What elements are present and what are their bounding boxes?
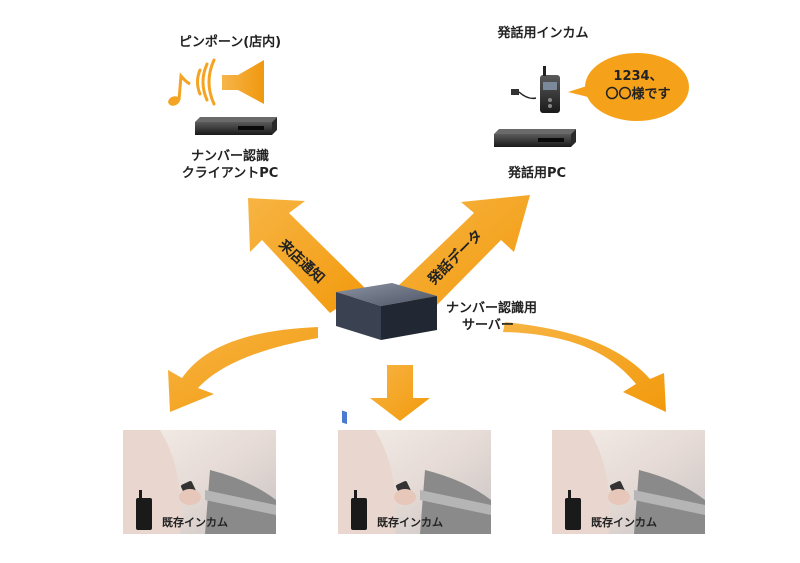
speech-pc-icon [494, 129, 576, 147]
speech-bubble [568, 53, 689, 121]
arrow-to-speech-pc [395, 195, 530, 312]
photo-caption-1: 既存インカム [162, 516, 228, 529]
speaker-icon [222, 60, 264, 104]
photo-caption-3: 既存インカム [591, 516, 657, 529]
speech-bubble-line2: 〇〇様です [605, 87, 671, 102]
client-pc-label-line1: ナンバー認識 [190, 149, 269, 164]
photo-caption-2: 既存インカム [377, 516, 443, 529]
sound-wave-icon [196, 58, 216, 106]
photo-intercom-2 [338, 430, 491, 534]
server-icon [336, 283, 437, 425]
arrow-to-client-pc [248, 198, 366, 313]
intercom-icon [511, 66, 560, 113]
photo-intercom-1 [123, 430, 276, 534]
speech-pc-label: 発話用PC [507, 166, 567, 181]
arrow-to-intercom-center [370, 365, 430, 421]
speech-bubble-line1: 1234、 [613, 69, 663, 84]
music-note-icon [168, 72, 191, 106]
speech-bubble-text: 1234、 〇〇様です [590, 68, 686, 104]
arrow-to-intercom-right [503, 322, 666, 412]
client-pc-icon [195, 117, 277, 135]
intercom-label: 発話用インカム [497, 26, 589, 41]
server-label-line2: サーバー [462, 318, 514, 333]
photo-intercom-3 [552, 430, 705, 534]
arrow-to-intercom-left [168, 327, 318, 412]
server-label-line1: ナンバー認識用 [446, 301, 538, 316]
client-pc-label-line2: クライアントPC [181, 166, 279, 181]
server-label: ナンバー認識用 サーバー [446, 300, 556, 334]
client-pc-label: ナンバー認識 クライアントPC [170, 148, 290, 182]
chime-label: ピンポーン(店内) [178, 35, 282, 50]
